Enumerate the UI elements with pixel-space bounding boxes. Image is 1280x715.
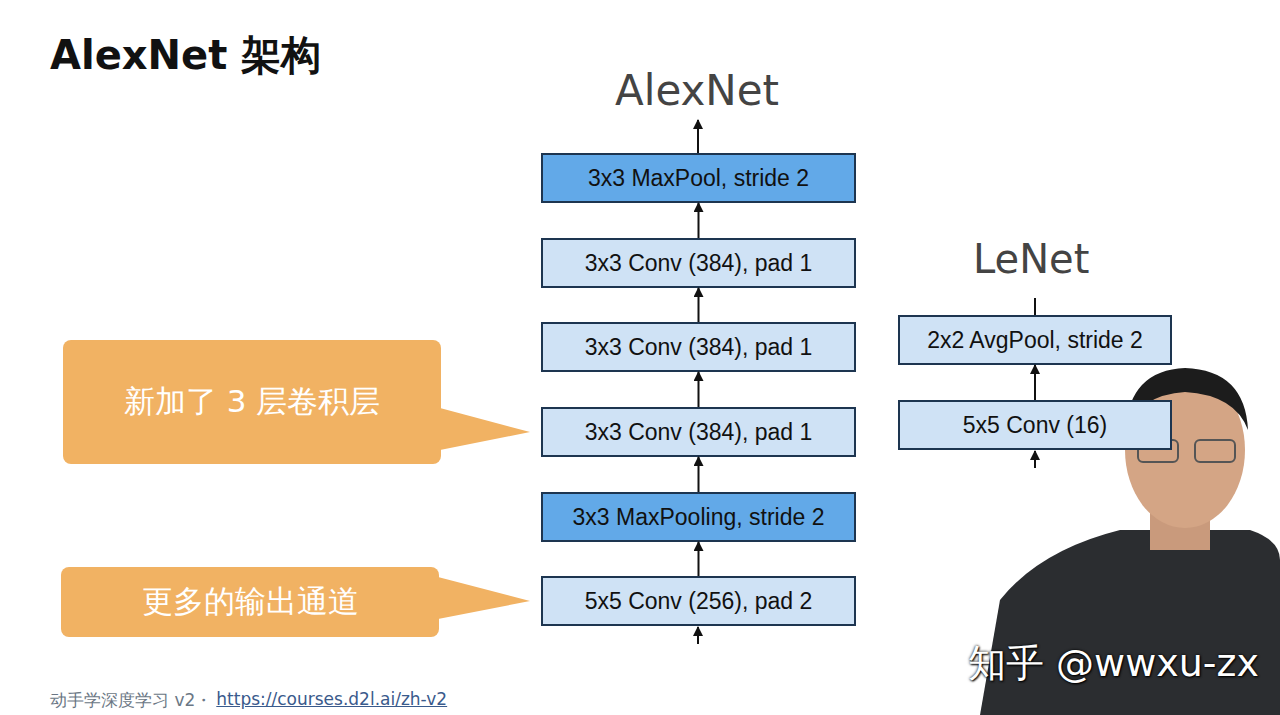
callout-box: 新加了 3 层卷积层 xyxy=(63,340,441,464)
conv-layer-box: 5x5 Conv (256), pad 2 xyxy=(541,576,856,626)
flow-arrow xyxy=(698,372,700,407)
layer-label: 3x3 Conv (384), pad 1 xyxy=(585,419,813,446)
network-name: AlexNet xyxy=(615,66,779,115)
callout-text: 更多的输出通道 xyxy=(132,581,369,623)
conv-layer-box: 3x3 Conv (384), pad 1 xyxy=(541,407,856,457)
pool-layer-box: 3x3 MaxPool, stride 2 xyxy=(541,153,856,203)
conv-layer-box: 3x3 Conv (384), pad 1 xyxy=(541,322,856,372)
footer-text: 动手学深度学习 v2・ xyxy=(50,689,212,712)
output-line xyxy=(1034,298,1036,315)
pool-layer-box: 3x3 MaxPooling, stride 2 xyxy=(541,492,856,542)
presenter-shirt xyxy=(980,530,1280,715)
presenter-glasses xyxy=(1195,440,1235,462)
callout-pointer xyxy=(440,408,530,450)
callout-box: 更多的输出通道 xyxy=(61,567,439,637)
network-name: LeNet xyxy=(973,236,1089,282)
footer: 动手学深度学习 v2・https://courses.d2l.ai/zh-v2 xyxy=(50,689,447,712)
input-arrow xyxy=(697,627,699,644)
conv-layer-box: 5x5 Conv (16) xyxy=(898,400,1172,450)
callout-pointer xyxy=(438,577,530,619)
layer-label: 3x3 Conv (384), pad 1 xyxy=(585,334,813,361)
layer-label: 3x3 MaxPooling, stride 2 xyxy=(573,504,825,531)
slide-title: AlexNet 架构 xyxy=(50,28,321,83)
layer-label: 2x2 AvgPool, stride 2 xyxy=(927,327,1143,354)
layer-label: 3x3 Conv (384), pad 1 xyxy=(585,250,813,277)
layer-label: 5x5 Conv (16) xyxy=(963,412,1107,439)
watermark: 知乎 @wwxu-zx xyxy=(968,638,1259,689)
callout-text: 新加了 3 层卷积层 xyxy=(114,381,390,423)
conv-layer-box: 2x2 AvgPool, stride 2 xyxy=(898,315,1172,365)
layer-label: 5x5 Conv (256), pad 2 xyxy=(585,588,813,615)
flow-arrow xyxy=(698,288,700,322)
output-arrow xyxy=(697,120,699,153)
layer-label: 3x3 MaxPool, stride 2 xyxy=(588,165,809,192)
input-arrow xyxy=(1034,451,1036,468)
conv-layer-box: 3x3 Conv (384), pad 1 xyxy=(541,238,856,288)
flow-arrow xyxy=(698,203,700,238)
flow-arrow xyxy=(698,457,700,492)
flow-arrow xyxy=(1034,365,1036,400)
flow-arrow xyxy=(698,542,700,576)
footer-link: https://courses.d2l.ai/zh-v2 xyxy=(216,689,447,712)
